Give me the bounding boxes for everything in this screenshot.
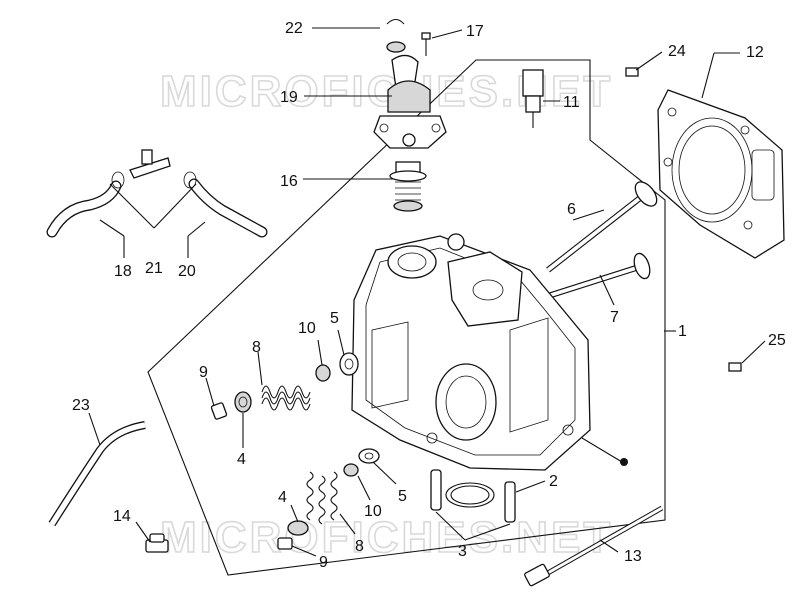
- callout-13: 13: [624, 548, 642, 565]
- valve-intake: [547, 252, 651, 299]
- valve-seal-upper: [315, 364, 331, 382]
- callout-18: 18: [114, 263, 132, 280]
- cylinder-head: [351, 233, 591, 471]
- housing-screw: [421, 32, 431, 56]
- spring-retainer-upper: [234, 391, 252, 413]
- callout-4-upper: 4: [237, 451, 246, 468]
- callout-1: 1: [678, 323, 687, 340]
- valve-spring-lower: [306, 471, 338, 525]
- callout-19: 19: [280, 89, 298, 106]
- callout-8-upper: 8: [252, 339, 261, 356]
- callout-23: 23: [72, 397, 90, 414]
- breather-hose: [48, 421, 146, 527]
- plug-24: [625, 67, 639, 77]
- callout-6: 6: [567, 201, 576, 218]
- valve-keeper-lower: [277, 537, 293, 550]
- hose-tee: [129, 149, 171, 179]
- callout-8-lower: 8: [355, 538, 364, 555]
- dowel-pins: [430, 469, 516, 523]
- callout-4-lower: 4: [278, 489, 287, 506]
- callout-22: 22: [285, 20, 303, 37]
- head-bolt: [524, 505, 664, 587]
- plug-25: [728, 362, 742, 372]
- callout-25: 25: [768, 332, 786, 349]
- callout-3: 3: [458, 543, 467, 560]
- callout-2: 2: [549, 473, 558, 490]
- drain-plug: [145, 533, 169, 553]
- valve-spring-upper: [261, 385, 311, 411]
- hose-right: [188, 178, 268, 238]
- callout-10-upper: 10: [298, 320, 316, 337]
- callout-24: 24: [668, 43, 686, 60]
- callout-5-upper: 5: [330, 310, 339, 327]
- spring-seat-upper: [339, 352, 359, 376]
- callout-9-lower: 9: [319, 554, 328, 571]
- callout-9-upper: 9: [199, 364, 208, 381]
- callout-7: 7: [610, 309, 619, 326]
- callout-12: 12: [746, 44, 764, 61]
- valve-keeper-upper: [210, 402, 228, 420]
- assembly-frame: [147, 59, 666, 576]
- thermostat: [389, 161, 427, 212]
- temperature-sensor: [522, 69, 544, 128]
- callout-5-lower: 5: [398, 488, 407, 505]
- callout-20: 20: [178, 263, 196, 280]
- spring-retainer-lower: [287, 520, 309, 536]
- hose-clamps: [111, 171, 197, 189]
- watermark-bottom: MICROFICHES.NET: [160, 513, 613, 562]
- watermark-top: MICROFICHES.NET: [160, 67, 613, 116]
- circlip: [386, 18, 405, 25]
- callout-11: 11: [563, 94, 580, 111]
- callout-10-lower: 10: [364, 503, 382, 520]
- valve-seal-lower: [343, 463, 359, 477]
- thermostat-housing: [373, 54, 447, 149]
- head-gasket: [657, 89, 785, 259]
- threaded-stud: [581, 437, 628, 466]
- callout-16: 16: [280, 173, 298, 190]
- o-ring: [445, 482, 495, 508]
- callout-21: 21: [145, 260, 163, 277]
- spring-seat-lower: [358, 448, 380, 464]
- leader-lines: [88, 27, 766, 557]
- housing-seal: [386, 41, 406, 53]
- valve-exhaust: [546, 181, 658, 273]
- hose-left: [46, 180, 122, 238]
- callout-17: 17: [466, 23, 484, 40]
- callout-14: 14: [113, 508, 131, 525]
